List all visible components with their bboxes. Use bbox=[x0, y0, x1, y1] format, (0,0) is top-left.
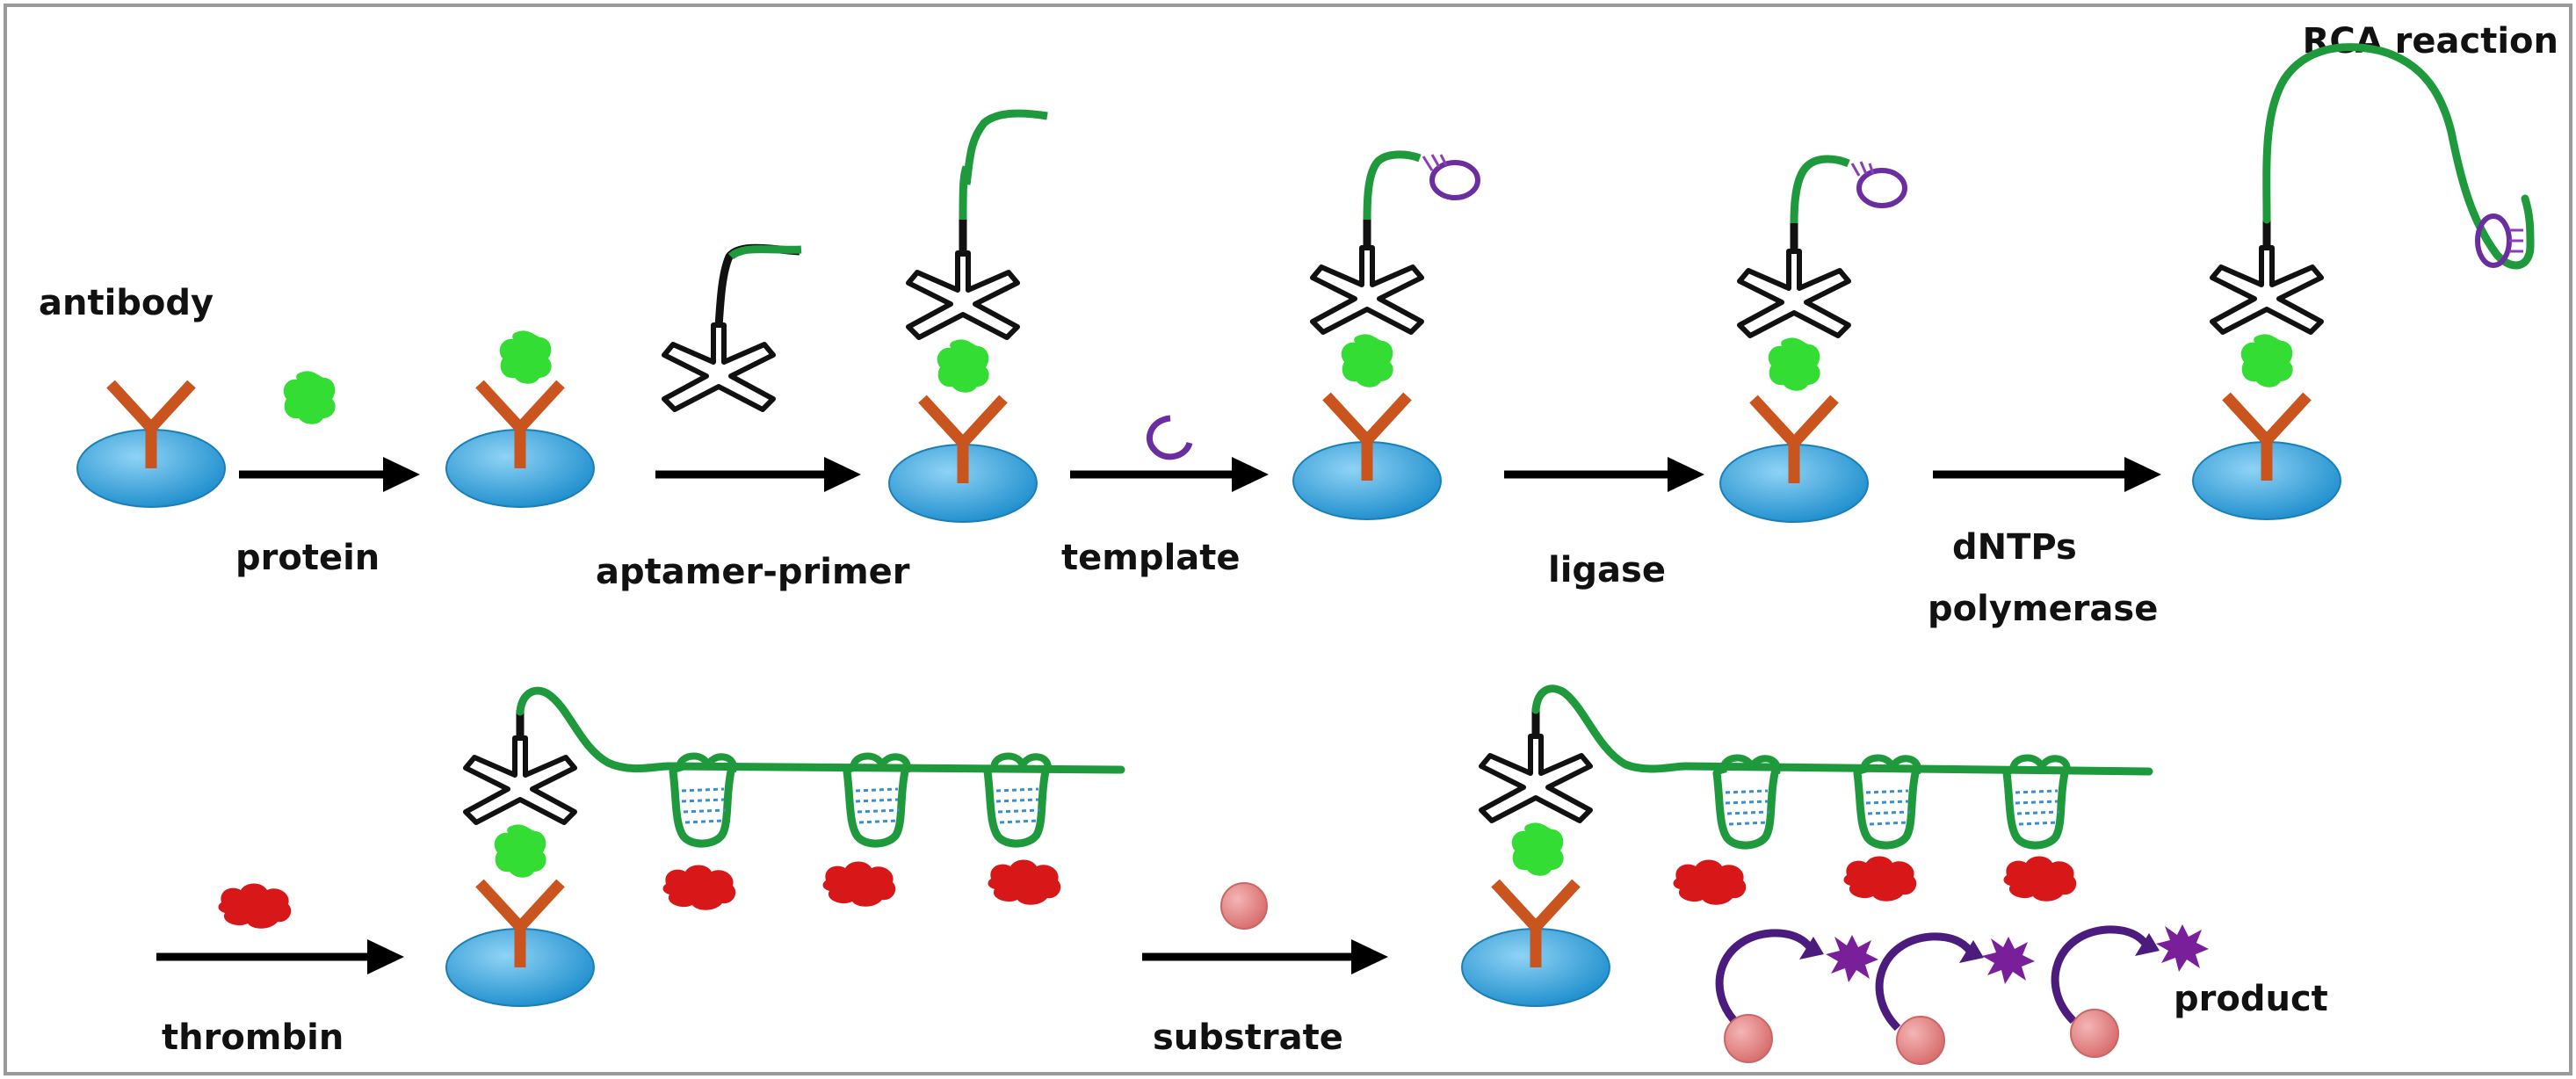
stage-4-template bbox=[1293, 150, 1480, 519]
arrow-7 bbox=[1142, 939, 1388, 974]
stage-5-ligated bbox=[1720, 155, 1907, 522]
label-substrate: substrate bbox=[1153, 1017, 1343, 1058]
title-rca-reaction: RCA reaction bbox=[2303, 21, 2558, 62]
arrow-4 bbox=[1504, 457, 1704, 492]
label-thrombin: thrombin bbox=[162, 1017, 344, 1058]
arrow-6 bbox=[156, 939, 404, 974]
label-dntps: dNTPs bbox=[1952, 527, 2077, 568]
stage-6-rca bbox=[2193, 43, 2535, 519]
aptamer-primer-free bbox=[664, 243, 802, 409]
arrow-5 bbox=[1933, 457, 2161, 492]
label-product: product bbox=[2174, 979, 2328, 1019]
thrombin-free bbox=[218, 883, 292, 929]
substrate-bead-free bbox=[1220, 882, 1268, 930]
label-antibody: antibody bbox=[39, 283, 213, 323]
label-polymerase: polymerase bbox=[1928, 589, 2158, 629]
protein-free bbox=[283, 371, 336, 424]
stage-8-catalysis bbox=[1462, 684, 2209, 1065]
arrow-2 bbox=[655, 457, 861, 492]
stage-7-thrombin-bound bbox=[446, 686, 1125, 1006]
figure-border bbox=[4, 4, 2572, 1075]
template-ring-free bbox=[1147, 415, 1193, 460]
label-aptamer-primer: aptamer-primer bbox=[596, 552, 910, 592]
label-protein: protein bbox=[235, 538, 380, 578]
stage-2-protein-bound bbox=[446, 330, 594, 507]
stage-1-antibody: antibody bbox=[39, 283, 225, 507]
stage-3-sandwich bbox=[889, 109, 1048, 522]
label-template: template bbox=[1061, 538, 1241, 578]
arrow-1 bbox=[239, 457, 420, 492]
label-ligase: ligase bbox=[1548, 550, 1666, 590]
arrow-3 bbox=[1070, 457, 1269, 492]
